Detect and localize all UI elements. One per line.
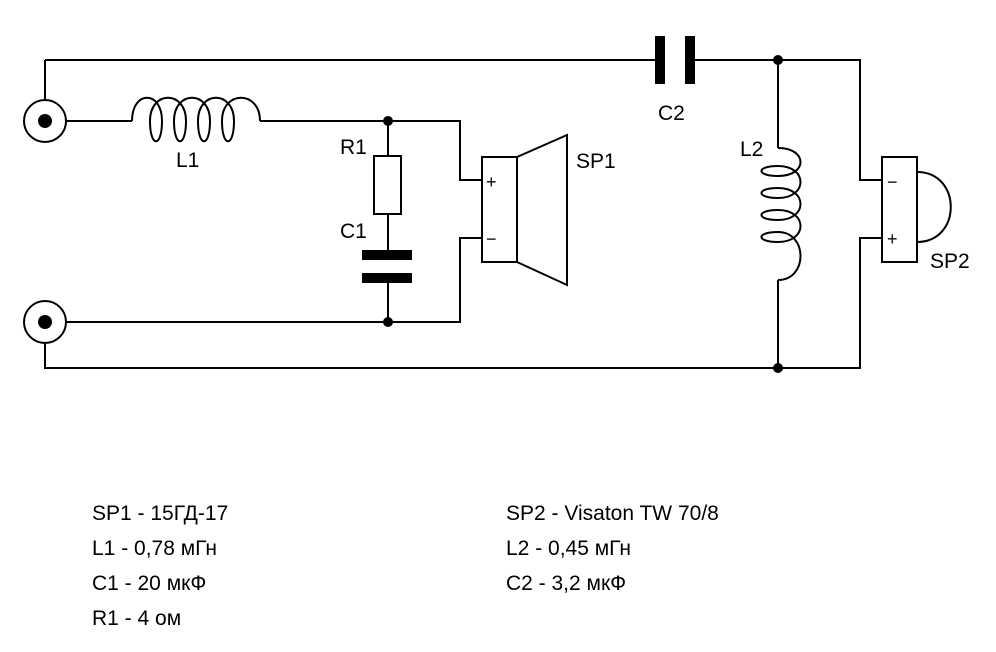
capacitor-c2-plate-right <box>685 36 695 84</box>
legend-item-sp1: SP1 - 15ГД-17 <box>92 502 229 525</box>
label-l2: L2 <box>740 138 763 161</box>
legend-item-r1: R1 - 4 ом <box>92 607 182 630</box>
wires <box>44 59 882 369</box>
label-l1: L1 <box>176 149 199 172</box>
wire-l1 <box>45 120 482 181</box>
legend-item-l2: L2 - 0,45 мГн <box>506 537 631 560</box>
junction-dot <box>383 116 393 126</box>
legend-item-c1: C1 - 20 мкФ <box>92 572 207 595</box>
sp2-plus-mark: + <box>887 229 898 249</box>
inductor-l1 <box>131 96 261 142</box>
legend-item-c2: C2 - 3,2 мкФ <box>506 572 627 595</box>
junction-dot <box>773 363 783 373</box>
inductor-l2 <box>760 147 802 281</box>
junction-dot <box>383 317 393 327</box>
input-terminal-top <box>23 99 67 143</box>
speaker-sp1 <box>481 133 568 287</box>
crossover-schematic: + − − + L1 R1 C1 C2 L2 SP1 SP2 <box>23 36 970 373</box>
speaker-sp2 <box>881 156 952 263</box>
label-r1: R1 <box>340 136 367 159</box>
input-terminal-bottom <box>23 300 67 344</box>
capacitor-c1-plate-bottom <box>362 273 412 283</box>
component-legend-right: SP2 - Visaton TW 70/8 L2 - 0,45 мГн C2 -… <box>506 496 719 601</box>
sp1-plus-mark: + <box>486 172 497 192</box>
capacitor-c2-plate-left <box>655 36 665 84</box>
component-legend-left: SP1 - 15ГД-17 L1 - 0,78 мГн C1 - 20 мкФ … <box>92 496 228 636</box>
legend-item-sp2: SP2 - Visaton TW 70/8 <box>506 502 719 525</box>
legend-item-l1: L1 - 0,78 мГн <box>92 537 217 560</box>
resistor-r1 <box>373 155 402 215</box>
wire-bottom-rail <box>44 237 882 369</box>
sp2-minus-mark: − <box>887 172 898 192</box>
label-c2: C2 <box>658 102 685 125</box>
label-c1: C1 <box>340 220 367 243</box>
wire-top-rail <box>44 59 882 181</box>
capacitor-c1-plate-top <box>362 250 412 260</box>
label-sp1: SP1 <box>576 150 616 173</box>
sp1-minus-mark: − <box>486 229 497 249</box>
wire-bottom-inner <box>45 237 482 323</box>
junction-dot <box>773 55 783 65</box>
label-sp2: SP2 <box>930 250 970 273</box>
